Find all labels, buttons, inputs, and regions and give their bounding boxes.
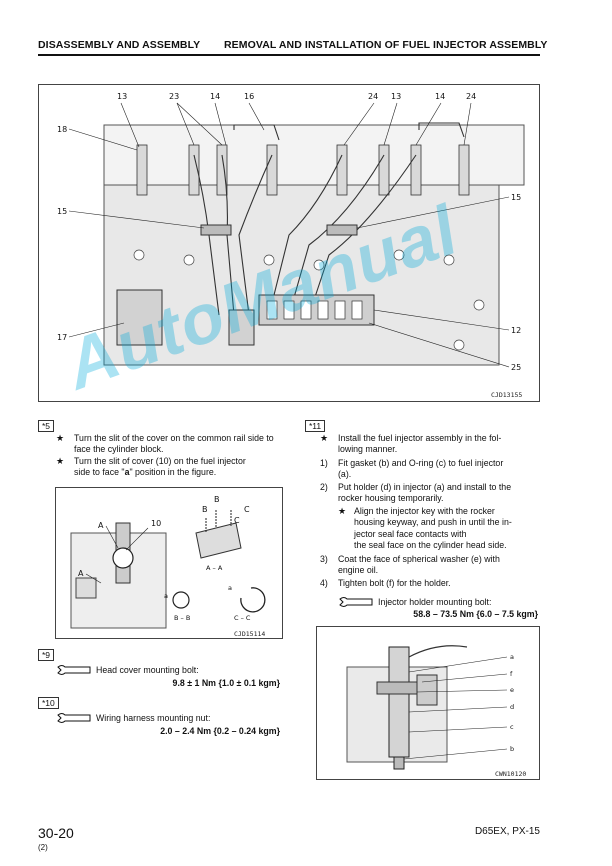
callout-16: 16	[244, 92, 254, 101]
label-f: f	[510, 670, 513, 678]
figure-code: CJD15114	[234, 630, 266, 638]
figure-code: CJD13155	[491, 391, 523, 399]
label-section-CC: C – C	[234, 614, 251, 622]
note-tag-9: *9	[38, 649, 55, 661]
torque-value: 2.0 – 2.4 Nm {0.2 – 0.24 kgm}	[160, 726, 280, 736]
bullet-star: ★	[338, 506, 347, 516]
model-name: D65EX, PX-15	[474, 826, 540, 837]
label-B: B	[214, 495, 220, 504]
note-tag-5: *5	[38, 420, 55, 432]
torque-value: 58.8 – 73.5 Nm {6.0 – 7.5 kgm}	[413, 609, 538, 619]
step-4: Tighten bolt (f) for the holder.	[338, 578, 451, 588]
label-10: 10	[151, 519, 161, 528]
label-C: C	[244, 505, 250, 514]
torque-row-wiring-harness: Wiring harness mounting nut:	[56, 712, 210, 724]
callout-13: 13	[117, 92, 127, 101]
step-number: 3)	[320, 554, 328, 564]
page-title: REMOVAL AND INSTALLATION OF FUEL INJECTO…	[224, 39, 548, 51]
section-title: DISASSEMBLY AND ASSEMBLY	[38, 39, 201, 51]
label-A: A	[78, 569, 84, 578]
page-number: 30-20	[38, 825, 74, 841]
step-2-line2: rocker housing temporarily.	[338, 493, 444, 504]
align-line: Align the injector key with the rocker	[354, 506, 495, 516]
label-d: d	[510, 703, 514, 711]
injector-figure: a f e d c b CWN10120	[316, 626, 540, 780]
align-line: housing keyway, and push in until the in…	[354, 517, 512, 528]
step-2-line1: Put holder (d) in injector (a) and insta…	[338, 482, 512, 492]
wrench-icon	[339, 597, 373, 607]
align-line: jector seal face contacts with	[354, 528, 467, 539]
note-tag-10: *10	[38, 697, 59, 709]
bullet-star: ★	[56, 456, 65, 466]
page-revision: (2)	[38, 843, 48, 852]
step-1: Fit gasket (b) and O-ring (c) to fuel in…	[338, 458, 540, 481]
label-a: a	[164, 592, 168, 600]
note11-intro-line1: Install the fuel injector assembly in th…	[338, 433, 502, 443]
bullet-star: ★	[56, 433, 65, 443]
torque-row-injector-holder: Injector holder mounting bolt:	[338, 596, 491, 608]
callout-12: 12	[511, 326, 521, 335]
header-rule	[38, 54, 540, 56]
callout-13: 13	[391, 92, 401, 101]
note5-bullet-2: Turn the slit of cover (10) on the fuel …	[74, 456, 284, 479]
step-number: 1)	[320, 458, 328, 468]
torque-row-head-cover: Head cover mounting bolt:	[56, 664, 199, 676]
label-b: b	[510, 745, 514, 753]
step-1-line2: (a).	[338, 469, 352, 480]
note5-bullet-1: Turn the slit of the cover on the common…	[74, 433, 274, 455]
callout-24: 24	[466, 92, 476, 101]
label-B: B	[202, 505, 208, 514]
callout-23: 23	[169, 92, 179, 101]
label-a: a	[228, 584, 232, 592]
note11-intro-line2: lowing manner.	[338, 444, 398, 455]
callout-15: 15	[57, 207, 67, 216]
bullet-star: ★	[320, 433, 329, 443]
figure-code: CWN10120	[495, 770, 527, 778]
engine-figure: 13 23 14 16 24 13 14 24 18 15 15 17 12 2…	[38, 84, 540, 402]
step-number: 4)	[320, 578, 328, 588]
callout-18: 18	[57, 125, 67, 134]
note11-intro: Install the fuel injector assembly in th…	[338, 433, 540, 456]
align-note: Align the injector key with the rocker h…	[354, 506, 540, 552]
callout-24: 24	[368, 92, 378, 101]
label-section-BB: B – B	[174, 614, 190, 622]
note5-bullet-2-line1: Turn the slit of cover (10) on the fuel …	[74, 456, 246, 466]
label-C: C	[234, 516, 240, 525]
label-e: e	[510, 686, 514, 694]
note5-bullet-2-text: side to face "	[74, 467, 125, 478]
label-a: a	[510, 653, 514, 661]
step-1-line1: Fit gasket (b) and O-ring (c) to fuel in…	[338, 458, 504, 468]
callout-14: 14	[435, 92, 445, 101]
callout-25: 25	[511, 363, 521, 372]
step-number: 2)	[320, 482, 328, 492]
step-2: Put holder (d) in injector (a) and insta…	[338, 482, 540, 505]
step-3-line1: Coat the face of spherical washer (e) wi…	[338, 554, 500, 564]
note5-bullet-2-text: " position in the figure.	[129, 467, 217, 478]
wrench-icon	[57, 665, 91, 675]
step-3: Coat the face of spherical washer (e) wi…	[338, 554, 540, 577]
wrench-icon	[57, 713, 91, 723]
align-line: the seal face on the cylinder head side.	[354, 540, 507, 551]
torque-value: 9.8 ± 1 Nm {1.0 ± 0.1 kgm}	[172, 678, 280, 688]
step-3-line2: engine oil.	[338, 565, 379, 576]
callout-15: 15	[511, 193, 521, 202]
note-tag-11: *11	[305, 420, 326, 432]
torque-label: Injector holder mounting bolt:	[378, 597, 492, 607]
label-c: c	[510, 723, 514, 731]
note5-bullet-2-bold: a	[124, 467, 130, 478]
label-A: A	[98, 521, 104, 530]
detail-figure: A 10 A B B C C A – A B – B a C – C a CJD…	[55, 487, 283, 639]
callout-17: 17	[57, 333, 67, 342]
torque-label: Head cover mounting bolt:	[96, 665, 199, 675]
label-section-AA: A – A	[206, 564, 223, 572]
torque-label: Wiring harness mounting nut:	[96, 713, 211, 723]
callout-14: 14	[210, 92, 220, 101]
